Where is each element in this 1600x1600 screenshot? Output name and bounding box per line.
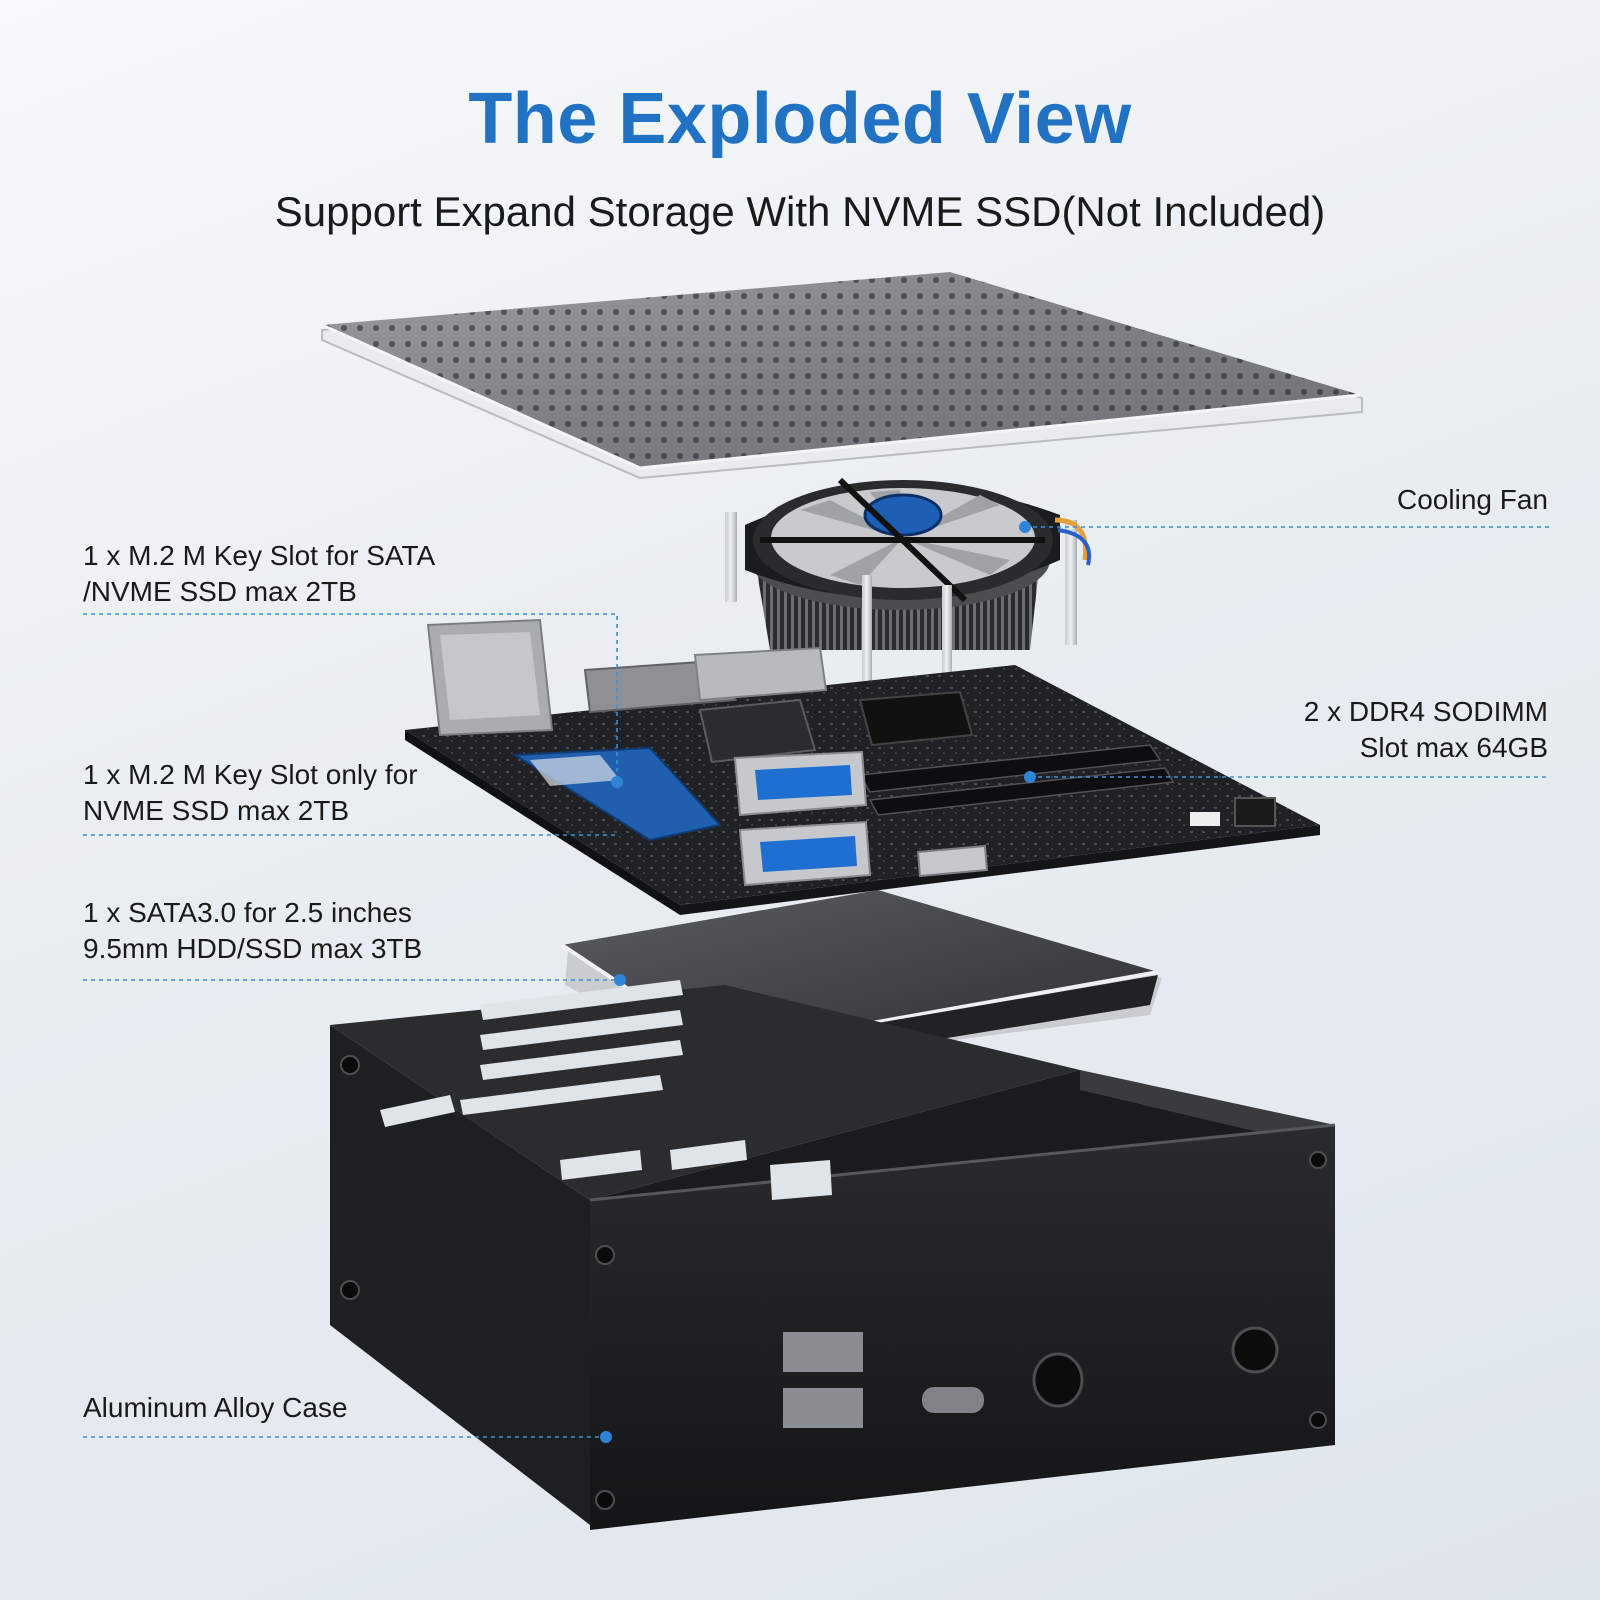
dot-ddr4: [1024, 771, 1036, 783]
callout-cooling-fan-text: Cooling Fan: [1397, 484, 1548, 515]
dot-cooling-fan: [1019, 521, 1031, 533]
callout-case: Aluminum Alloy Case: [83, 1390, 348, 1426]
callout-ddr4-line1: 2 x DDR4 SODIMM: [1303, 696, 1548, 727]
callout-sata-line2: 9.5mm HDD/SSD max 3TB: [83, 933, 423, 964]
top-lid: [321, 272, 1363, 480]
leader-line-m2-sata: [83, 613, 618, 780]
callout-sata-line1: 1 x SATA3.0 for 2.5 inches: [83, 897, 412, 928]
aluminum-case: [330, 980, 1336, 1530]
cooling-fan: [725, 477, 1092, 685]
page-title: The Exploded View: [468, 79, 1132, 159]
dot-m2-nvme: [611, 776, 623, 788]
callout-cooling-fan: Cooling Fan: [1397, 482, 1548, 518]
callout-m2-nvme: 1 x M.2 M Key Slot only for NVME SSD max…: [83, 757, 418, 829]
callout-m2-sata-line2: /NVME SSD max 2TB: [83, 576, 357, 607]
page-subtitle: Support Expand Storage With NVME SSD(Not…: [274, 188, 1326, 235]
callout-sata: 1 x SATA3.0 for 2.5 inches 9.5mm HDD/SSD…: [83, 895, 422, 967]
callout-m2-nvme-line1: 1 x M.2 M Key Slot only for: [83, 759, 418, 790]
callout-m2-sata-nvme: 1 x M.2 M Key Slot for SATA /NVME SSD ma…: [83, 538, 435, 610]
leader-dots: [600, 521, 1036, 1443]
callout-case-text: Aluminum Alloy Case: [83, 1392, 348, 1423]
callout-ddr4-line2: Slot max 64GB: [1359, 732, 1548, 763]
motherboard: [405, 618, 1320, 915]
callout-m2-nvme-line2: NVME SSD max 2TB: [83, 795, 350, 826]
callout-ddr4: 2 x DDR4 SODIMM Slot max 64GB: [1304, 694, 1548, 766]
callout-m2-sata-line1: 1 x M.2 M Key Slot for SATA: [83, 540, 436, 571]
leader-lines: [83, 526, 1550, 1438]
dot-sata: [614, 974, 626, 986]
dot-case: [600, 1431, 612, 1443]
